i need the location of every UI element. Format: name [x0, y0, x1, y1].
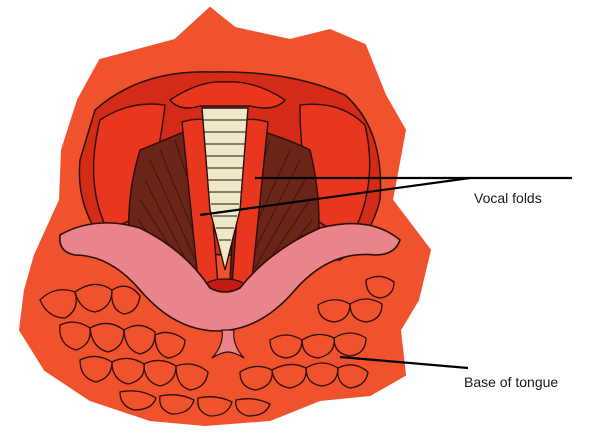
label-vocal-folds: Vocal folds [474, 190, 542, 206]
label-base-of-tongue: Base of tongue [464, 374, 558, 390]
